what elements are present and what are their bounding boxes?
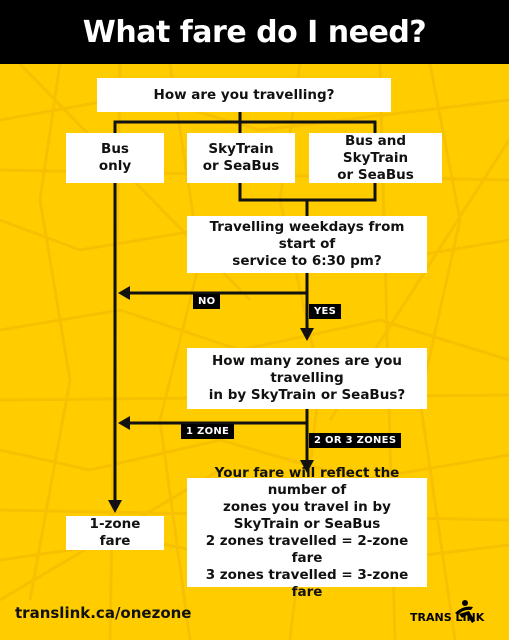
- label-one-zone: 1 ZONE: [181, 424, 235, 439]
- result-multi-line2: zones you travel in by: [223, 498, 391, 515]
- result-multi-zone-fare: Your fare will reflect the number of zon…: [187, 465, 427, 600]
- question-zones-line2: in by SkyTrain or SeaBus?: [208, 387, 406, 403]
- option-skytrain-seabus: SkyTrain or SeaBus: [187, 133, 295, 183]
- option-bus-only-line2: only: [98, 158, 132, 174]
- label-yes: YES: [309, 304, 342, 319]
- label-no: NO: [193, 294, 221, 309]
- question-zones: How many zones are you travelling in by …: [187, 348, 427, 409]
- question-weekday-time: Travelling weekdays from start of servic…: [187, 216, 427, 273]
- option-skytrain-line1: SkyTrain: [208, 141, 274, 157]
- result-rule-three-zones: 3 zones travelled = 3-zone fare: [205, 566, 409, 600]
- question-zones-line1: How many zones are you travelling: [212, 353, 402, 386]
- footer-url[interactable]: translink.ca/onezone: [15, 604, 192, 622]
- option-bus-only: Bus only: [66, 133, 164, 183]
- option-bus-skytrain-line1: Bus and SkyTrain: [342, 132, 409, 166]
- translink-logo-icon: [455, 600, 475, 623]
- option-bus-skytrain-line2: or SeaBus: [337, 166, 414, 183]
- question-weekday-line2: service to 6:30 pm?: [232, 253, 382, 269]
- translink-logo-text: TRANS LINK: [410, 611, 485, 624]
- option-skytrain-line2: or SeaBus: [202, 158, 280, 174]
- result-one-zone-fare: 1-zone fare: [66, 516, 164, 550]
- question-how-travelling: How are you travelling?: [97, 78, 391, 112]
- result-multi-line1: Your fare will reflect the number of: [214, 464, 400, 498]
- question-weekday-line1: Travelling weekdays from start of: [209, 219, 405, 252]
- option-bus-and-skytrain: Bus and SkyTrain or SeaBus: [309, 133, 442, 183]
- option-bus-only-line1: Bus: [101, 141, 129, 157]
- label-two-three-zones: 2 OR 3 ZONES: [309, 433, 402, 448]
- result-multi-line3: SkyTrain or SeaBus: [233, 515, 381, 532]
- result-rule-two-zones: 2 zones travelled = 2-zone fare: [205, 532, 409, 566]
- result-one-zone-text: 1-zone fare: [89, 516, 141, 549]
- page-title: What fare do I need?: [0, 0, 509, 64]
- question-how-travelling-text: How are you travelling?: [153, 86, 335, 103]
